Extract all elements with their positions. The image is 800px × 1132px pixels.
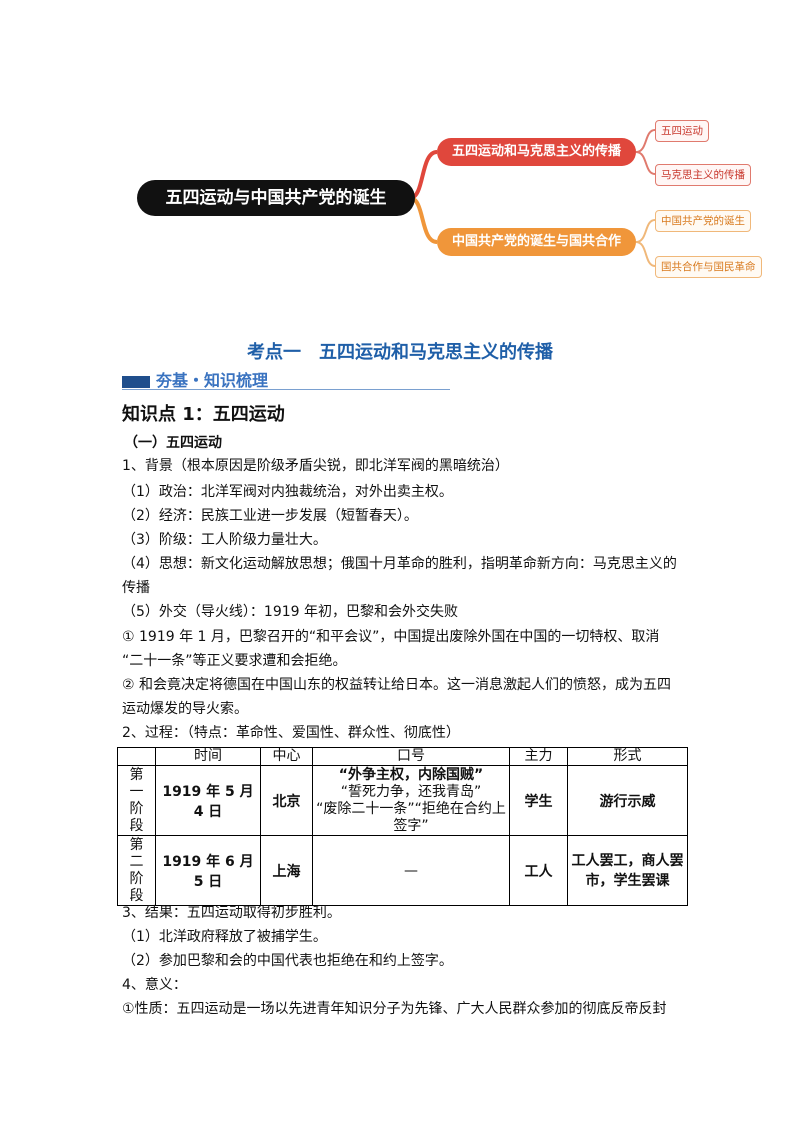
table-cell-center: 上海	[260, 835, 313, 906]
text-line: （1）北洋政府释放了被捕学生。	[122, 929, 327, 945]
table-cell-slogans: “外争主权，内除国贼” “誓死力争，还我青岛” “废除二十一条”“拒绝在合约上签…	[312, 765, 510, 836]
sub-title: （一）五四运动	[124, 435, 222, 451]
knowledge-point-title: 知识点 1：五四运动	[122, 404, 285, 425]
table-cell-stage: 第二阶段	[117, 835, 156, 906]
table-row: 第一阶段 1919 年 5 月 4 日 北京 “外争主权，内除国贼” “誓死力争…	[117, 765, 688, 836]
table-cell-force: 工人	[509, 835, 568, 906]
text-line: ①性质：五四运动是一场以先进青年知识分子为先锋、广大人民群众参加的彻底反帝反封	[122, 1001, 667, 1017]
slogan: “外争主权，内除国贼”	[338, 766, 484, 783]
table-header: 口号	[312, 747, 510, 766]
table-cell-time: 1919 年 5 月 4 日	[155, 765, 261, 836]
mind-map-leaf: 中国共产党的诞生	[655, 210, 751, 232]
knowledge-banner: 夯基・知识梳理	[122, 370, 452, 392]
connector-leaf-4	[635, 241, 656, 267]
text-line: ② 和会竟决定将德国在中国山东的权益转让给日本。这一消息激起人们的愤怒，成为五四	[122, 677, 671, 693]
table-header	[117, 747, 156, 766]
text-line: 传播	[122, 580, 150, 596]
table-cell-form: 游行示威	[567, 765, 688, 836]
mind-map-root: 五四运动与中国共产党的诞生	[137, 180, 415, 216]
text-line: 2、过程：（特点：革命性、爱国性、群众性、彻底性）	[122, 725, 460, 741]
connector-branch-1	[409, 150, 438, 200]
mind-map: 五四运动与中国共产党的诞生 五四运动和马克思主义的传播 中国共产党的诞生与国共合…	[0, 0, 800, 320]
section-title: 考点一 五四运动和马克思主义的传播	[247, 342, 553, 363]
table-cell-slogans: —	[312, 835, 510, 906]
text-line: （3）阶级：工人阶级力量壮大。	[122, 532, 327, 548]
text-line: 3、结果：五四运动取得初步胜利。	[122, 905, 341, 921]
table-cell-force: 学生	[509, 765, 568, 836]
text-line: ① 1919 年 1 月，巴黎召开的“和平会议”，中国提出废除外国在中国的一切特…	[122, 629, 660, 645]
mind-map-leaf: 国共合作与国民革命	[655, 256, 762, 278]
connector-leaf-2	[635, 151, 656, 175]
text-line: （2）经济：民族工业进一步发展（短暂春天）。	[122, 508, 418, 524]
table-header: 主力	[509, 747, 568, 766]
table-header: 时间	[155, 747, 261, 766]
mind-map-branch-2: 中国共产党的诞生与国共合作	[437, 228, 636, 256]
slogan: “誓死力争，还我青岛”	[340, 783, 482, 800]
connector-branch-2	[409, 196, 438, 244]
banner-underline	[122, 389, 450, 390]
table-header-row: 时间 中心 口号 主力 形式	[117, 747, 688, 766]
table-cell-time: 1919 年 6 月 5 日	[155, 835, 261, 906]
slogan: “废除二十一条”“拒绝在合约上签字”	[316, 800, 506, 834]
connector-leaf-1	[635, 129, 656, 153]
table-cell-center: 北京	[260, 765, 313, 836]
mind-map-leaf: 五四运动	[655, 120, 709, 142]
table-cell-stage: 第一阶段	[117, 765, 156, 836]
text-line: “二十一条”等正义要求遭和会拒绝。	[122, 653, 347, 669]
text-line: 运动爆发的导火索。	[122, 701, 248, 717]
process-table: 时间 中心 口号 主力 形式 第一阶段 1919 年 5 月 4 日 北京 “外…	[117, 747, 688, 906]
mind-map-leaf: 马克思主义的传播	[655, 164, 751, 186]
text-line: 1、背景（根本原因是阶级矛盾尖锐，即北洋军阀的黑暗统治）	[122, 458, 509, 474]
table-row: 第二阶段 1919 年 6 月 5 日 上海 — 工人 工人罢工，商人罢市，学生…	[117, 835, 688, 906]
banner-text: 夯基・知识梳理	[156, 371, 269, 390]
table-cell-form: 工人罢工，商人罢市，学生罢课	[567, 835, 688, 906]
mind-map-branch-1: 五四运动和马克思主义的传播	[437, 138, 636, 166]
text-line: 4、意义：	[122, 977, 187, 993]
table-header: 中心	[260, 747, 313, 766]
text-line: （5）外交（导火线）：1919 年初，巴黎和会外交失败	[122, 604, 458, 620]
text-line: （2）参加巴黎和会的中国代表也拒绝在和约上签字。	[122, 953, 453, 969]
table-header: 形式	[567, 747, 688, 766]
text-line: （4）思想：新文化运动解放思想；俄国十月革命的胜利，指明革命新方向：马克思主义的	[122, 556, 677, 572]
banner-bar	[122, 376, 150, 388]
connector-leaf-3	[635, 219, 656, 243]
text-line: （1）政治：北洋军阀对内独裁统治，对外出卖主权。	[122, 484, 453, 500]
slogan: —	[404, 862, 418, 879]
